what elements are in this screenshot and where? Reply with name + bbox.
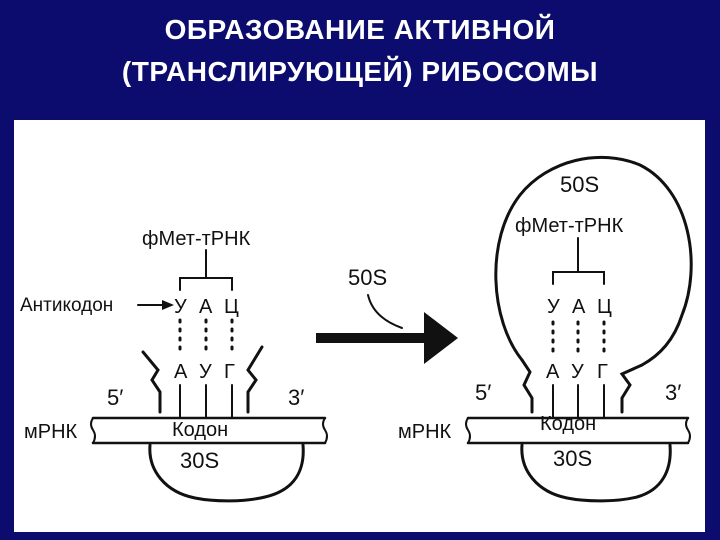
right-trna-label: фМет-тРНК	[515, 215, 624, 237]
right-50s-label: 50S	[560, 172, 599, 197]
right-codon-base-2: У	[571, 361, 584, 383]
right-trna-stem	[552, 237, 605, 285]
diagram-panel	[14, 120, 705, 532]
right-50s-subunit	[494, 155, 693, 367]
right-anticodon-base-1: У	[547, 296, 560, 318]
left-anticodon-base-3: Ц	[224, 296, 239, 318]
left-trna-stem	[179, 249, 233, 291]
arrow-50s-pointer	[367, 294, 403, 329]
arrow-50s-label: 50S	[348, 265, 387, 290]
right-mrna-end-left	[465, 417, 471, 444]
left-mrna-label: мРНК	[24, 421, 78, 443]
reaction-arrow	[316, 294, 458, 364]
left-anticodon-base-1: У	[174, 296, 187, 318]
right-codon-base-3: Г	[597, 361, 608, 383]
right-neck-left	[520, 358, 534, 414]
left-five-prime: 5′	[107, 385, 123, 410]
left-cleft-wall-right	[246, 345, 264, 414]
left-anticodon-arrowhead	[162, 300, 174, 310]
left-mrna-end-left	[90, 417, 96, 444]
title-line-2: (ТРАНСЛИРУЮЩЕЙ) РИБОСОМЫ	[121, 56, 599, 87]
right-pairing-dots	[551, 320, 606, 357]
right-codon-label: Кодон	[540, 413, 596, 435]
right-anticodon-base-3: Ц	[597, 296, 612, 318]
right-five-prime: 5′	[475, 380, 491, 405]
left-pairing-dots	[178, 318, 234, 354]
left-trna-label: фМет-тРНК	[142, 228, 251, 250]
right-30s-label: 30S	[553, 446, 592, 471]
left-codon-ticks	[179, 384, 233, 419]
left-three-prime: 3′	[288, 385, 304, 410]
left-cleft-wall-left	[141, 350, 162, 414]
right-codon-base-1: А	[546, 361, 560, 383]
left-complex	[90, 249, 328, 503]
left-codon-base-3: Г	[224, 361, 235, 383]
left-mrna-end-right	[322, 417, 328, 444]
right-neck-right	[619, 363, 644, 414]
left-30s-label: 30S	[180, 448, 219, 473]
left-anticodon-base-2: А	[199, 296, 213, 318]
left-codon-base-2: У	[199, 361, 212, 383]
left-30s-subunit	[148, 443, 305, 503]
right-complex	[465, 155, 693, 503]
title-line-1: ОБРАЗОВАНИЕ АКТИВНОЙ	[164, 14, 556, 45]
right-anticodon-base-2: А	[572, 296, 586, 318]
right-mrna-end-right	[685, 417, 691, 444]
left-mrna-strand	[91, 416, 327, 445]
right-codon-ticks	[552, 384, 605, 419]
left-anticodon-label: Антикодон	[20, 295, 113, 316]
right-30s-subunit	[520, 443, 672, 503]
left-codon-label: Кодон	[172, 419, 228, 441]
left-codon-base-1: А	[174, 361, 188, 383]
right-mrna-label: мРНК	[398, 421, 452, 443]
right-three-prime: 3′	[665, 380, 681, 405]
arrow-head	[424, 312, 458, 364]
